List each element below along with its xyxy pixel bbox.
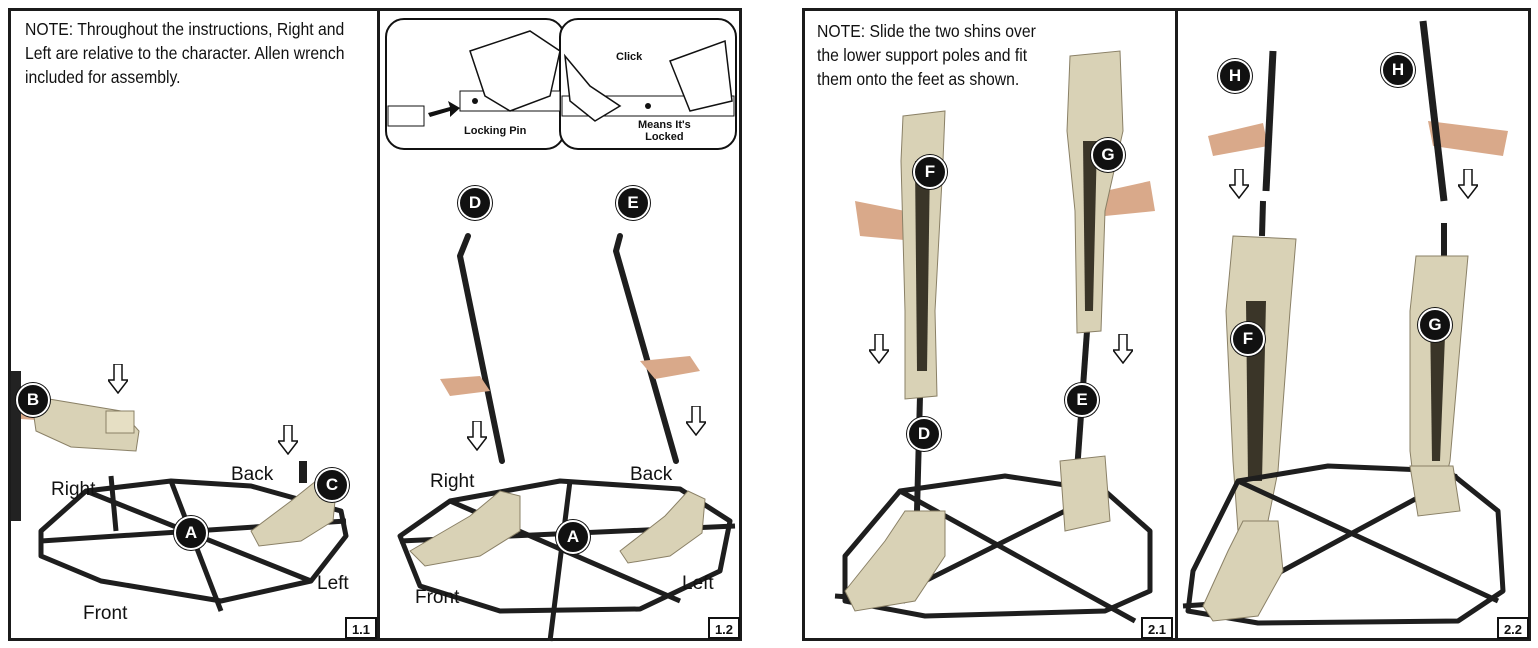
badge-f: F <box>913 155 947 189</box>
label-left: Left <box>682 573 714 594</box>
base-frame-illustration <box>11 371 349 612</box>
step-1-1-panel: NOTE: Throughout the instructions, Right… <box>11 11 377 639</box>
badge-h-right: H <box>1381 53 1415 87</box>
left-instruction-sheet: NOTE: Throughout the instructions, Right… <box>8 8 742 642</box>
badge-e: E <box>616 186 650 220</box>
assembly-note: NOTE: Slide the two shins over the lower… <box>817 21 1036 89</box>
badge-a: A <box>174 516 208 550</box>
panel-divider <box>1175 11 1178 638</box>
means-locked-line-2: Locked <box>645 131 684 143</box>
step-number: 2.2 <box>1497 617 1529 639</box>
inset-locking-pin-label: Locking Pin <box>464 125 527 137</box>
badge-g: G <box>1091 138 1125 172</box>
inset-means-locked-label: Means It's Locked <box>638 119 691 143</box>
step-2-1-panel: NOTE: Slide the two shins over the lower… <box>805 11 1175 639</box>
label-right: Right <box>430 471 475 492</box>
badge-f: F <box>1231 322 1265 356</box>
step-number: 1.2 <box>708 617 740 639</box>
means-locked-line-1: Means It's <box>638 119 691 131</box>
down-arrow-icon <box>276 424 300 456</box>
step-2-2-panel: H H F G 2.2 <box>1178 11 1531 639</box>
badge-d: D <box>907 417 941 451</box>
label-back: Back <box>630 464 673 485</box>
assembly-note: NOTE: Throughout the instructions, Right… <box>25 19 345 87</box>
badge-b: B <box>16 383 50 417</box>
inset-click-label: Click <box>616 51 643 63</box>
down-arrow-icon <box>1111 333 1135 365</box>
down-arrow-icon <box>106 363 130 395</box>
support-pole-illustration <box>397 233 736 642</box>
down-arrow-icon <box>1227 168 1251 200</box>
badge-d: D <box>458 186 492 220</box>
locking-pin-diagram <box>385 18 737 150</box>
label-front: Front <box>415 587 460 608</box>
badge-g: G <box>1418 308 1452 342</box>
step-number: 1.1 <box>345 617 377 639</box>
down-arrow-icon <box>684 405 708 437</box>
badge-h-left: H <box>1218 59 1252 93</box>
badge-c: C <box>315 468 349 502</box>
down-arrow-icon <box>1456 168 1480 200</box>
upper-pole-illustration <box>1182 20 1508 626</box>
right-instruction-sheet: NOTE: Slide the two shins over the lower… <box>802 8 1531 641</box>
shin-assembly-illustration <box>834 50 1155 624</box>
label-right: Right <box>51 479 96 500</box>
label-back: Back <box>231 464 274 485</box>
down-arrow-icon <box>465 420 489 452</box>
badge-a: A <box>556 520 590 554</box>
badge-e: E <box>1065 383 1099 417</box>
step-1-2-panel: Click Locking Pin Means It's Locked <box>380 11 742 642</box>
label-front: Front <box>83 603 128 624</box>
down-arrow-icon <box>867 333 891 365</box>
label-left: Left <box>317 573 349 594</box>
panel-divider <box>377 11 380 638</box>
step-number: 2.1 <box>1141 617 1173 639</box>
